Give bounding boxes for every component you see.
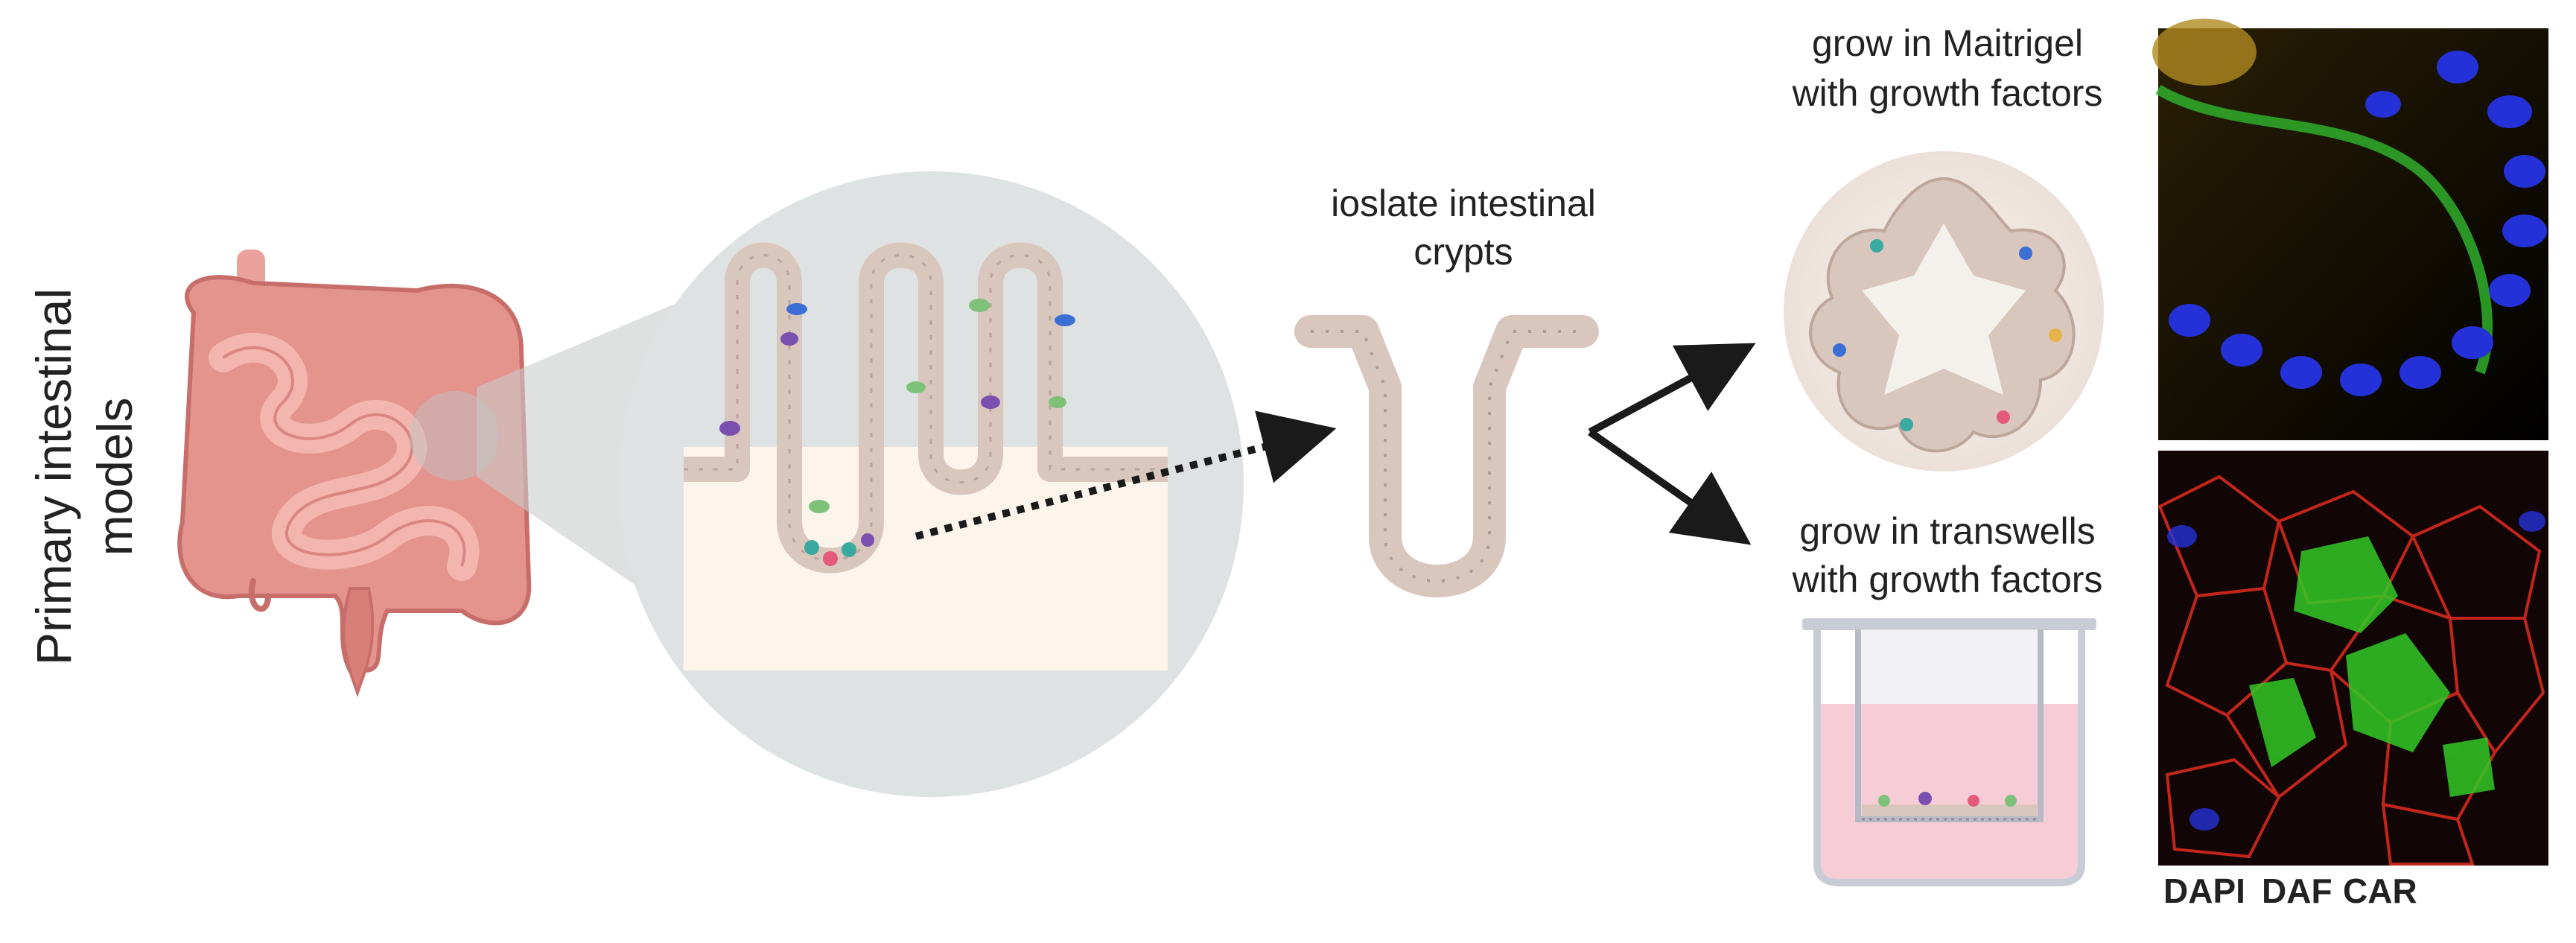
isolated-crypt — [1294, 315, 1599, 597]
transwell-monolayer — [1862, 804, 2037, 816]
transwell-label-line-1: grow in transwells — [1799, 510, 2095, 552]
side-title-line-2: models — [87, 398, 142, 556]
side-title-line-1: Primary intestinal — [26, 288, 81, 665]
confocal-top — [2152, 19, 2548, 440]
legend-car: CAR — [2343, 871, 2417, 910]
organoid-lumen — [1862, 223, 2026, 395]
monolayer-cell-purple — [1918, 792, 1932, 805]
villi-epithelium — [684, 242, 1168, 574]
confocal-bottom-daf-cells — [2249, 536, 2495, 797]
confocal-top-daf-membrane — [2155, 84, 2493, 375]
confocal-bottom-nuclei — [2167, 511, 2545, 831]
paneth-cell — [823, 551, 838, 566]
organoid-cell-blue-2 — [1833, 343, 1846, 357]
monolayer-cell-green-2 — [2005, 795, 2017, 807]
small-intestine-outline — [222, 346, 466, 567]
transwell — [1802, 618, 2096, 886]
arrow-to-matrigel — [1588, 343, 1756, 436]
large-intestine — [177, 275, 532, 673]
transwell-label-line-2: with growth factors — [1792, 559, 2103, 600]
lamina-propria — [684, 447, 1168, 670]
transwell-well — [1813, 626, 2085, 886]
transwell-medium — [1821, 704, 2078, 879]
organoid-cell-blue — [2019, 247, 2032, 260]
branch-arrows — [1588, 343, 1756, 545]
confocal-top-yellow-region — [2152, 19, 2257, 86]
cell-green-2 — [906, 381, 926, 393]
crypt-nuclei — [1311, 330, 1583, 582]
transwell-rim — [1802, 618, 2096, 630]
cell-green-3 — [1049, 396, 1066, 408]
legend-daf: DAF — [2262, 871, 2332, 910]
cell-purple — [780, 332, 798, 346]
side-title: Primary intestinal models — [26, 288, 142, 665]
matrigel-label-line-1: grow in Maitrigel — [1812, 22, 2083, 64]
intestine-illustration — [177, 250, 532, 698]
cell-purple-3 — [981, 396, 1000, 409]
isolate-label-line-2: crypts — [1413, 231, 1513, 273]
monolayer-cell-green — [1878, 795, 1890, 807]
appendix — [249, 578, 271, 612]
arrow-to-transwell — [1588, 428, 1752, 545]
cell-green — [969, 299, 990, 312]
monolayer-cell-pink — [1968, 795, 1979, 807]
cell-green-4 — [809, 500, 830, 513]
crypt-epithelium — [1294, 315, 1599, 597]
stem-cell-2 — [842, 542, 856, 557]
legend-dapi: DAPI — [2163, 871, 2245, 910]
stain-legend: DAPI DAF CAR — [2163, 871, 2417, 910]
transwell-insert — [1855, 629, 2044, 822]
cell-blue-2 — [1055, 314, 1075, 326]
organoid-cell-yellow — [2049, 328, 2062, 342]
rectum — [342, 587, 375, 698]
isolate-arrow — [915, 410, 1337, 540]
magnifier-origin — [410, 391, 499, 480]
organoid-paneth-cell — [1997, 410, 2010, 424]
transwell-insert-top — [1858, 629, 2041, 704]
tuft-cell — [861, 533, 874, 547]
organoid — [1784, 151, 2104, 472]
matrigel-label-line-2: with growth factors — [1792, 72, 2103, 114]
confocal-bottom — [2157, 451, 2548, 866]
tissue-magnification — [618, 171, 1244, 797]
organoid-stem-cell — [1870, 239, 1883, 253]
organoid-stem-cell-2 — [1900, 418, 1913, 431]
confocal-top-nuclei — [2169, 51, 2547, 396]
stem-cell — [804, 540, 819, 555]
isolate-label-line-1: ioslate intestinal — [1331, 182, 1596, 224]
cell-purple-2 — [719, 421, 740, 436]
cell-blue — [786, 303, 807, 315]
